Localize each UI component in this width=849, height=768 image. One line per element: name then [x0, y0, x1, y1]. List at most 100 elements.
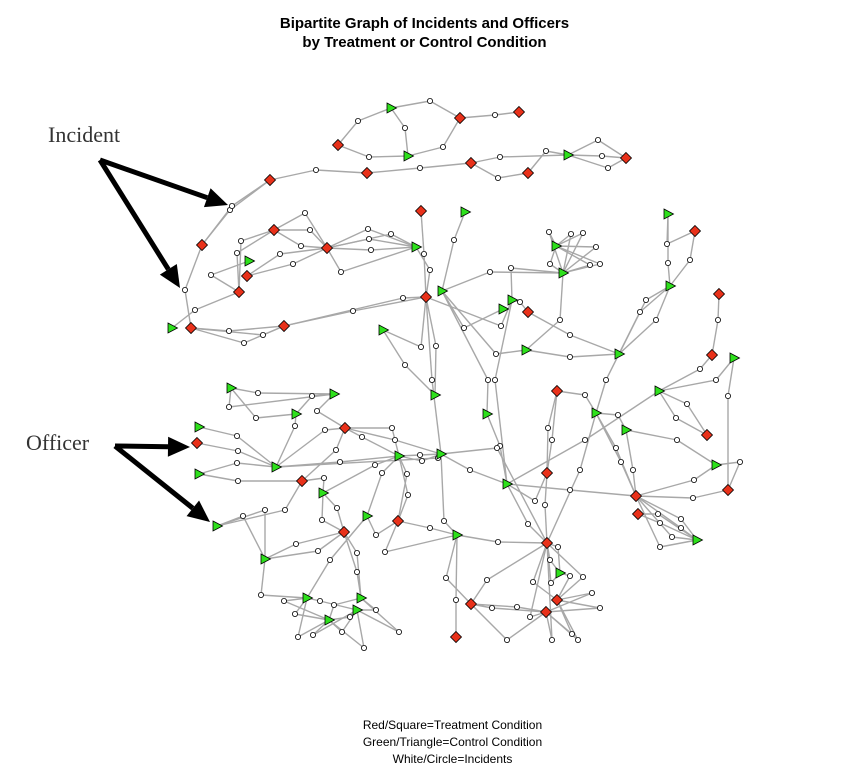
- treatment-officer-node: [190, 436, 204, 450]
- incident-node: [525, 521, 532, 528]
- control-officer-node: [614, 348, 626, 360]
- incident-node: [496, 153, 503, 160]
- graph-edge: [236, 462, 277, 468]
- graph-edge: [635, 495, 661, 548]
- incident-node: [336, 458, 343, 465]
- graph-edge: [317, 531, 345, 552]
- incident-node: [589, 590, 596, 597]
- incident-node: [673, 414, 680, 421]
- incident-node: [320, 474, 327, 481]
- graph-edge: [655, 285, 671, 321]
- incident-node: [301, 209, 308, 216]
- legend: Red/Square=Treatment Condition Green/Tri…: [0, 717, 849, 768]
- graph-edge: [546, 469, 581, 544]
- graph-edge: [279, 247, 328, 255]
- treatment-officer-node: [712, 287, 726, 301]
- graph-edge: [551, 390, 558, 441]
- graph-edge: [322, 492, 338, 509]
- incident-node: [388, 424, 395, 431]
- graph-edge: [301, 449, 337, 482]
- graph-edge: [356, 609, 400, 633]
- graph-edge: [319, 600, 358, 611]
- incident-node: [191, 306, 198, 313]
- graph-edge: [579, 412, 597, 471]
- incident-node: [391, 436, 398, 443]
- incident-node: [547, 557, 554, 564]
- graph-edge: [635, 479, 695, 497]
- control-officer-node: [226, 382, 238, 394]
- graph-edge: [321, 492, 324, 521]
- incident-node: [313, 407, 320, 414]
- graph-edge: [659, 539, 698, 548]
- graph-edge: [255, 413, 297, 419]
- treatment-officer-node: [232, 285, 246, 299]
- title-line-1: Bipartite Graph of Incidents and Officer…: [279, 15, 570, 32]
- incident-node: [367, 246, 374, 253]
- graph-edge: [420, 296, 427, 348]
- graph-edge: [527, 523, 548, 544]
- graph-edge: [544, 504, 548, 544]
- graph-edge: [356, 609, 365, 649]
- treatment-officer-node: [338, 421, 352, 435]
- graph-edge: [190, 327, 245, 344]
- incident-node: [599, 152, 606, 159]
- graph-edge: [595, 412, 622, 463]
- graph-edge: [470, 603, 508, 641]
- graph-edge: [273, 229, 302, 247]
- graph-edge: [284, 480, 303, 511]
- graph-edge: [384, 534, 458, 553]
- incident-node: [432, 342, 439, 349]
- title-line-2: by Treatment or Control Condition: [302, 34, 547, 51]
- edge-layer: [171, 100, 741, 649]
- incident-node: [577, 466, 584, 473]
- graph-edge: [425, 296, 502, 327]
- graph-edge: [441, 271, 491, 292]
- graph-edge: [667, 262, 671, 287]
- incident-node: [483, 577, 490, 584]
- incident-node: [514, 604, 521, 611]
- graph-edge: [229, 179, 271, 211]
- incident-node: [426, 266, 433, 273]
- graph-edge: [567, 154, 609, 169]
- graph-edge: [198, 426, 238, 437]
- control-officer-node: [460, 206, 472, 218]
- graph-edge: [246, 253, 281, 277]
- treatment-officer-node: [267, 223, 281, 237]
- treatment-officer-node: [277, 319, 291, 333]
- incident-node: [228, 202, 235, 209]
- incident-node: [233, 249, 240, 256]
- graph-edge: [198, 473, 239, 482]
- incident-node: [466, 466, 473, 473]
- graph-edge: [669, 259, 691, 287]
- graph-edge: [339, 455, 400, 463]
- graph-edge: [425, 296, 437, 347]
- graph-edge: [556, 576, 584, 601]
- treatment-officer-node: [453, 111, 467, 125]
- incident-node: [637, 308, 644, 315]
- incident-node: [665, 259, 672, 266]
- incident-node: [387, 230, 394, 237]
- incident-node: [338, 629, 345, 636]
- control-officer-node: [356, 592, 368, 604]
- graph-edge: [304, 212, 328, 249]
- treatment-officer-node: [320, 241, 334, 255]
- graph-edge: [297, 619, 330, 638]
- graph-edge: [326, 233, 392, 249]
- graph-edge: [294, 613, 330, 621]
- graph-edge: [328, 619, 365, 649]
- graph-edge: [569, 334, 620, 355]
- incident-node: [678, 516, 685, 523]
- node-layer: [167, 98, 744, 652]
- graph-edge: [238, 240, 242, 293]
- graph-edge: [322, 464, 376, 494]
- graph-edge: [529, 542, 548, 618]
- graph-edge: [456, 534, 499, 543]
- treatment-officer-node: [240, 269, 254, 283]
- graph-edge: [283, 600, 330, 621]
- graph-edge: [562, 233, 572, 274]
- control-officer-node: [324, 614, 336, 626]
- incident-node: [252, 414, 259, 421]
- incident-node: [684, 400, 691, 407]
- control-officer-node: [386, 102, 398, 114]
- incident-node: [450, 236, 457, 243]
